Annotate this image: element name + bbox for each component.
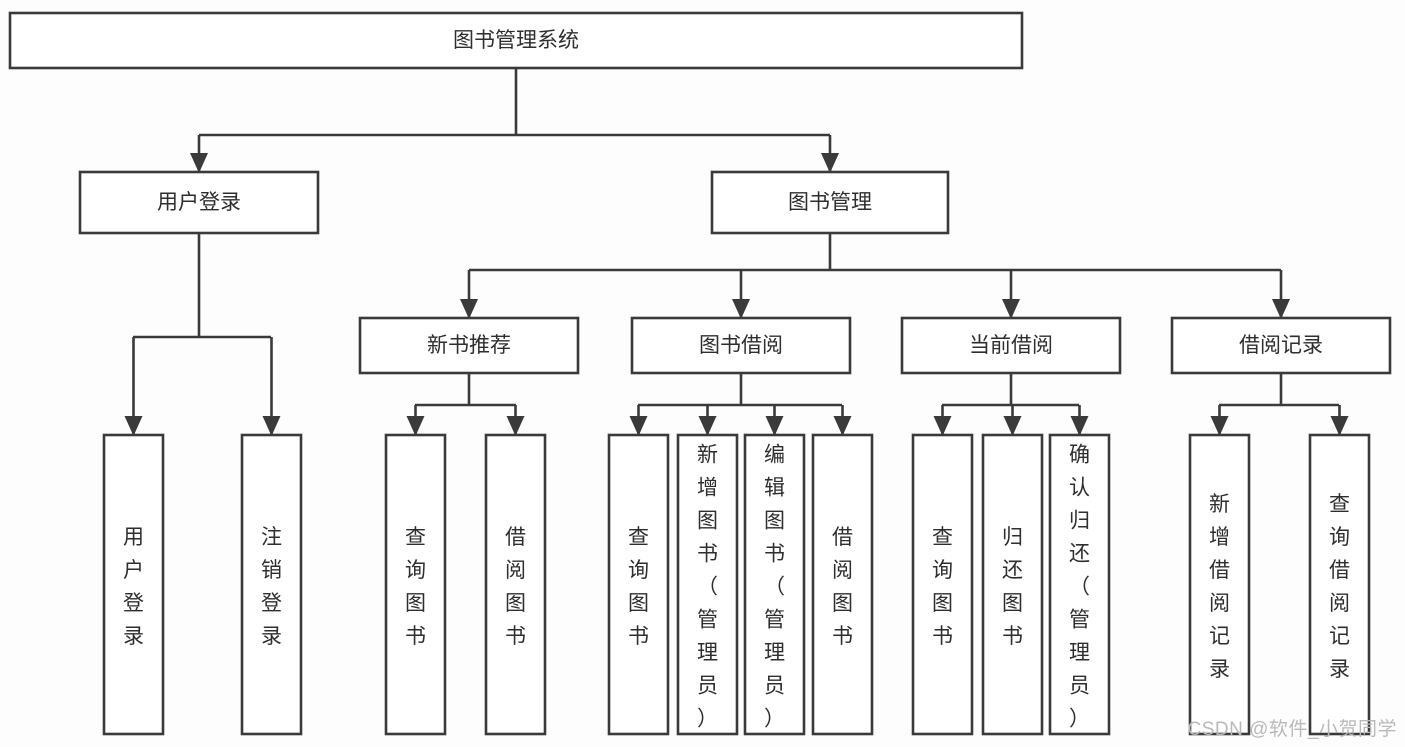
node-label: 用户登录 (157, 191, 241, 214)
arrow-head-icon (406, 416, 425, 436)
node-label: 归还图书 (1002, 526, 1023, 648)
node-box[interactable] (1308, 433, 1371, 736)
node-leaf_10[interactable]: 确认归还（管理员） (1048, 433, 1111, 736)
node-label: 借阅记录 (1239, 334, 1323, 357)
node-box[interactable] (240, 433, 303, 736)
arrow-head-icon (1003, 416, 1022, 436)
node-label: 新增借阅记录 (1209, 493, 1230, 681)
connectors-layer (124, 68, 1349, 436)
arrow-head-icon (190, 153, 208, 173)
node-label: 查询借阅记录 (1329, 493, 1350, 681)
node-box[interactable] (981, 433, 1044, 736)
node-l2_0[interactable]: 用户登录 (78, 170, 320, 235)
node-box[interactable] (358, 316, 580, 375)
node-l2_1[interactable]: 图书管理 (710, 170, 950, 235)
arrow-head-icon (1070, 416, 1089, 436)
nodes-layer: 图书管理系统用户登录图书管理新书推荐图书借阅当前借阅借阅记录用户登录注销登录查询… (8, 11, 1392, 736)
arrow-head-icon (1330, 416, 1349, 436)
arrow-head-icon (124, 416, 143, 436)
node-label: 借阅图书 (832, 526, 853, 648)
node-leaf_5[interactable]: 新增图书（管理员） (676, 433, 739, 736)
node-label: 图书管理系统 (453, 29, 579, 52)
node-box[interactable] (743, 433, 806, 736)
node-box[interactable] (911, 433, 974, 736)
arrow-head-icon (1210, 416, 1229, 436)
arrow-head-icon (506, 416, 525, 436)
node-leaf_8[interactable]: 查询图书 (911, 433, 974, 736)
node-leaf_6[interactable]: 编辑图书（管理员） (743, 433, 806, 736)
node-label: 查询图书 (932, 526, 953, 648)
node-box[interactable] (8, 11, 1024, 70)
node-box[interactable] (811, 433, 874, 736)
node-label: 图书借阅 (699, 334, 783, 357)
node-box[interactable] (102, 433, 165, 736)
arrow-head-icon (460, 299, 478, 319)
node-label: 确认归还（管理员） (1069, 444, 1090, 731)
arrow-head-icon (698, 416, 717, 436)
arrow-head-icon (933, 416, 952, 436)
node-leaf_4[interactable]: 查询图书 (607, 433, 670, 736)
arrow-head-icon (765, 416, 784, 436)
node-leaf_0[interactable]: 用户登录 (102, 433, 165, 736)
node-leaf_3[interactable]: 借阅图书 (484, 433, 547, 736)
node-box[interactable] (607, 433, 670, 736)
node-label: 查询图书 (628, 526, 649, 648)
node-box[interactable] (710, 170, 950, 235)
node-leaf_2[interactable]: 查询图书 (384, 433, 447, 736)
node-label: 图书管理 (788, 191, 872, 214)
node-label: 查询图书 (405, 526, 426, 648)
node-box[interactable] (484, 433, 547, 736)
node-label: 新书推荐 (427, 334, 511, 357)
node-label: 编辑图书（管理员） (764, 444, 785, 731)
node-box[interactable] (1188, 433, 1251, 736)
node-leaf_7[interactable]: 借阅图书 (811, 433, 874, 736)
arrow-head-icon (1272, 299, 1290, 319)
arrow-head-icon (833, 416, 852, 436)
arrow-head-icon (1002, 299, 1020, 319)
node-l3_2[interactable]: 当前借阅 (900, 316, 1122, 375)
node-leaf_11[interactable]: 新增借阅记录 (1188, 433, 1251, 736)
node-box[interactable] (630, 316, 852, 375)
node-box[interactable] (1048, 433, 1111, 736)
arrow-head-icon (821, 153, 839, 173)
arrow-head-icon (732, 299, 750, 319)
node-l3_0[interactable]: 新书推荐 (358, 316, 580, 375)
node-l3_1[interactable]: 图书借阅 (630, 316, 852, 375)
node-l3_3[interactable]: 借阅记录 (1170, 316, 1392, 375)
node-box[interactable] (1170, 316, 1392, 375)
node-label: 用户登录 (123, 526, 144, 648)
node-root[interactable]: 图书管理系统 (8, 11, 1024, 70)
node-box[interactable] (384, 433, 447, 736)
node-box[interactable] (78, 170, 320, 235)
node-leaf_12[interactable]: 查询借阅记录 (1308, 433, 1371, 736)
node-label: 当前借阅 (969, 334, 1053, 357)
arrow-head-icon (629, 416, 648, 436)
node-leaf_9[interactable]: 归还图书 (981, 433, 1044, 736)
node-box[interactable] (676, 433, 739, 736)
node-box[interactable] (900, 316, 1122, 375)
node-label: 注销登录 (261, 526, 282, 648)
node-label: 新增图书（管理员） (697, 444, 718, 731)
node-leaf_1[interactable]: 注销登录 (240, 433, 303, 736)
arrow-head-icon (262, 416, 281, 436)
node-label: 借阅图书 (505, 526, 526, 648)
